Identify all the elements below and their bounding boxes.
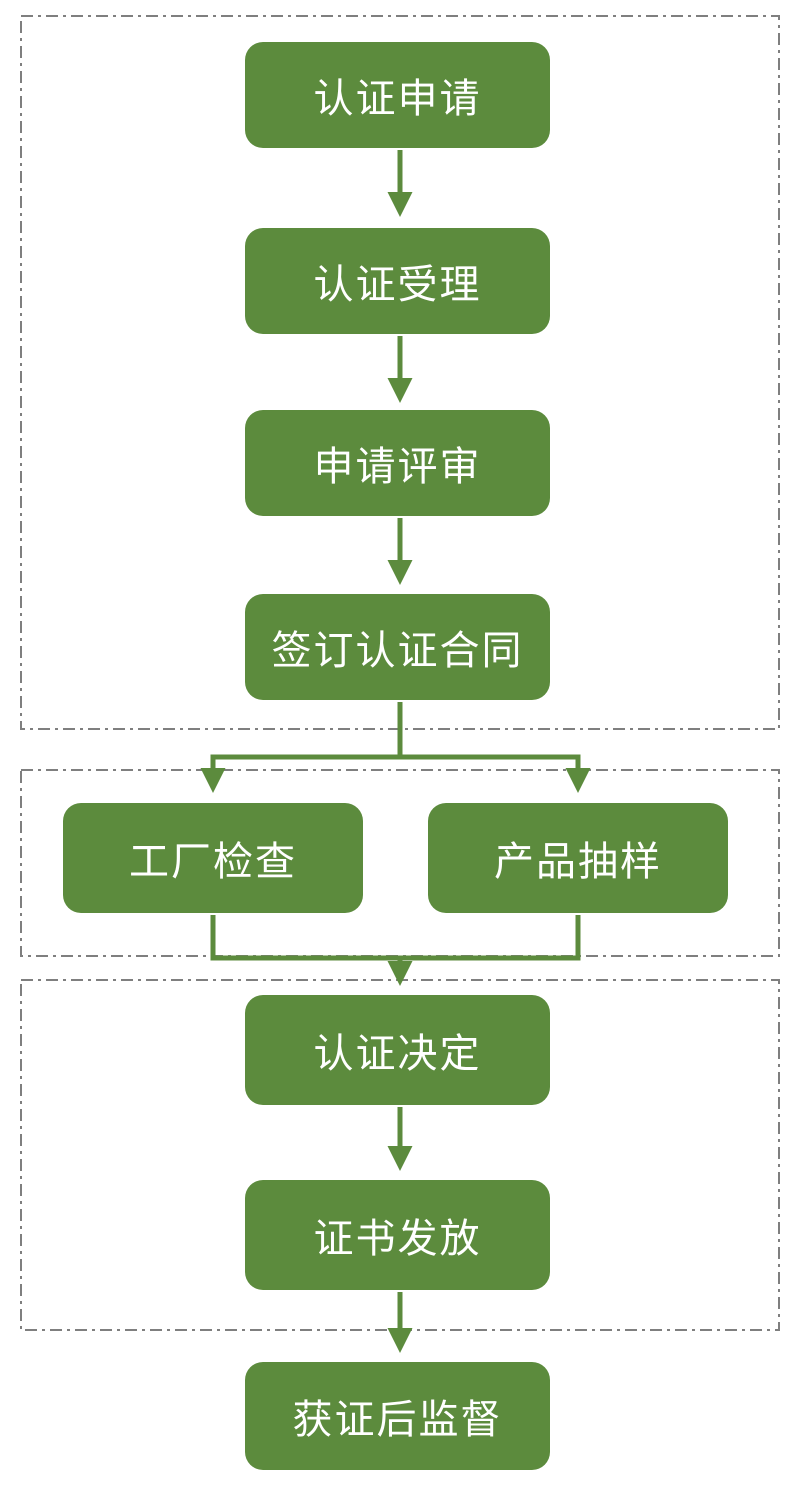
node-label-certificate-issuance: 证书发放 [313,1217,482,1261]
node-factory-inspection: 工厂检查 [63,803,363,913]
node-sign-certification-contract: 签订认证合同 [245,594,550,700]
node-certification-application: 认证申请 [245,42,550,148]
node-label-post-certification-supervision: 获证后监督 [292,1398,503,1442]
node-label-factory-inspection: 工厂检查 [129,840,297,884]
node-certification-acceptance: 认证受理 [245,228,550,334]
node-label-certification-acceptance: 认证受理 [313,263,482,307]
node-post-certification-supervision: 获证后监督 [245,1362,550,1470]
node-application-review: 申请评审 [245,410,550,516]
node-certificate-issuance: 证书发放 [245,1180,550,1290]
node-product-sampling: 产品抽样 [428,803,728,913]
node-label-certification-decision: 认证决定 [313,1032,482,1076]
node-label-application-review: 申请评审 [313,445,482,489]
node-certification-decision: 认证决定 [245,995,550,1105]
node-label-sign-certification-contract: 签订认证合同 [271,629,524,673]
node-label-product-sampling: 产品抽样 [494,840,662,884]
node-label-certification-application: 认证申请 [313,77,482,121]
